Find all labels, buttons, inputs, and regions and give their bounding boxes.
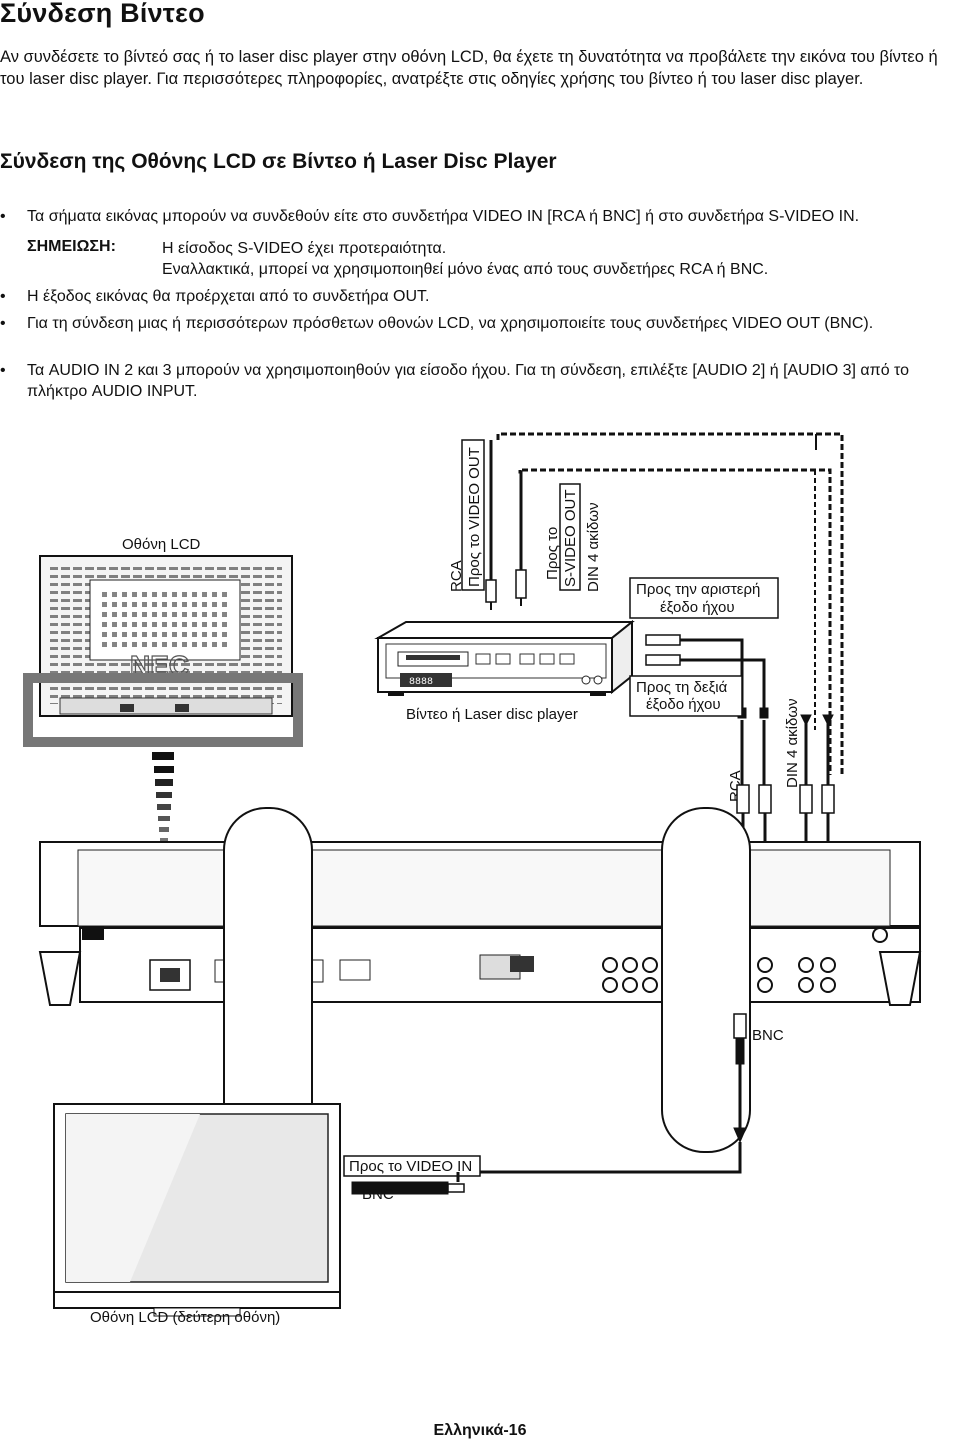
second-display-label: Οθόνη LCD (δεύτερη οθόνη) <box>90 1309 280 1326</box>
lcd-panel-bottom <box>38 841 922 1006</box>
to-video-out-label: Προς το VIDEO OUT <box>466 447 483 587</box>
note-text: Η είσοδος S-VIDEO έχει προτεραιότητα. Εν… <box>162 238 952 280</box>
note-label: ΣΗΜΕΙΩΣΗ: <box>27 238 116 255</box>
magnifier-shapes <box>223 807 751 1153</box>
right-audio-line2: έξοδο ήχου <box>646 696 721 713</box>
connection-diagram: NEC Οθόνη LCD 8888 Βίντε <box>23 432 922 1326</box>
note-line: Εναλλακτικά, μπορεί να χρησιμοποιηθεί μό… <box>162 261 769 278</box>
page-footer: Ελληνικά-16 <box>433 1422 527 1439</box>
right-audio-box <box>629 675 743 717</box>
lcd-label: Οθόνη LCD <box>122 536 201 553</box>
din-right-label: DIN 4 ακίδων <box>784 698 801 788</box>
intro-paragraph: Αν συνδέσετε το βίντεό σας ή το laser di… <box>0 48 938 88</box>
vcr-illustration: 8888 <box>374 619 635 696</box>
bnc-bottom-label: BNC <box>362 1186 394 1203</box>
right-audio-line1: Προς τη δεξιά <box>636 679 728 696</box>
left-audio-line2: έξοδο ήχου <box>660 599 735 616</box>
vcr-label: Βίντεο ή Laser disc player <box>406 706 578 723</box>
left-audio-line1: Προς την αριστερή <box>636 581 760 598</box>
bullet-dot-icon: • <box>0 315 6 332</box>
bullet-text: Τα σήματα εικόνας μπορούν να συνδεθούν ε… <box>27 208 860 225</box>
left-audio-box <box>629 577 779 619</box>
bullet-text: Για τη σύνδεση μιας ή περισσότερων πρόσθ… <box>27 315 874 332</box>
section-title: Σύνδεση της Οθόνης LCD σε Βίντεο ή Laser… <box>0 150 557 173</box>
svideo-out-label: S-VIDEO OUT <box>562 489 579 587</box>
lcd-rear-illustration: NEC <box>23 555 303 747</box>
vcr-display: 8888 <box>409 677 433 688</box>
bullet-dot-icon: • <box>0 288 6 305</box>
page-title: Σύνδεση Βίντεο <box>0 0 205 28</box>
to-video-out-box <box>461 439 485 591</box>
bnc-right-label: BNC <box>752 1027 784 1044</box>
bullet-dot-icon: • <box>0 362 6 379</box>
to-label: Προς το <box>544 527 561 580</box>
bnc-connector <box>343 1155 481 1195</box>
svideo-out-box <box>559 483 581 591</box>
down-arrow-icon <box>152 752 174 851</box>
bullet-text: Τα AUDIO IN 2 και 3 μπορούν να χρησιμοπο… <box>27 362 910 400</box>
to-video-in-label: Προς το VIDEO IN <box>349 1158 472 1175</box>
second-lcd-illustration <box>53 1103 341 1317</box>
note-line: Η είσοδος S-VIDEO έχει προτεραιότητα. <box>162 240 447 257</box>
cables-top <box>485 432 844 775</box>
bullet-text: Η έξοδος εικόνας θα προέρχεται από το συ… <box>27 288 430 305</box>
rca-top-label: RCA <box>448 560 465 592</box>
din-top-label: DIN 4 ακίδων <box>585 502 602 592</box>
bullet-dot-icon: • <box>0 208 6 225</box>
